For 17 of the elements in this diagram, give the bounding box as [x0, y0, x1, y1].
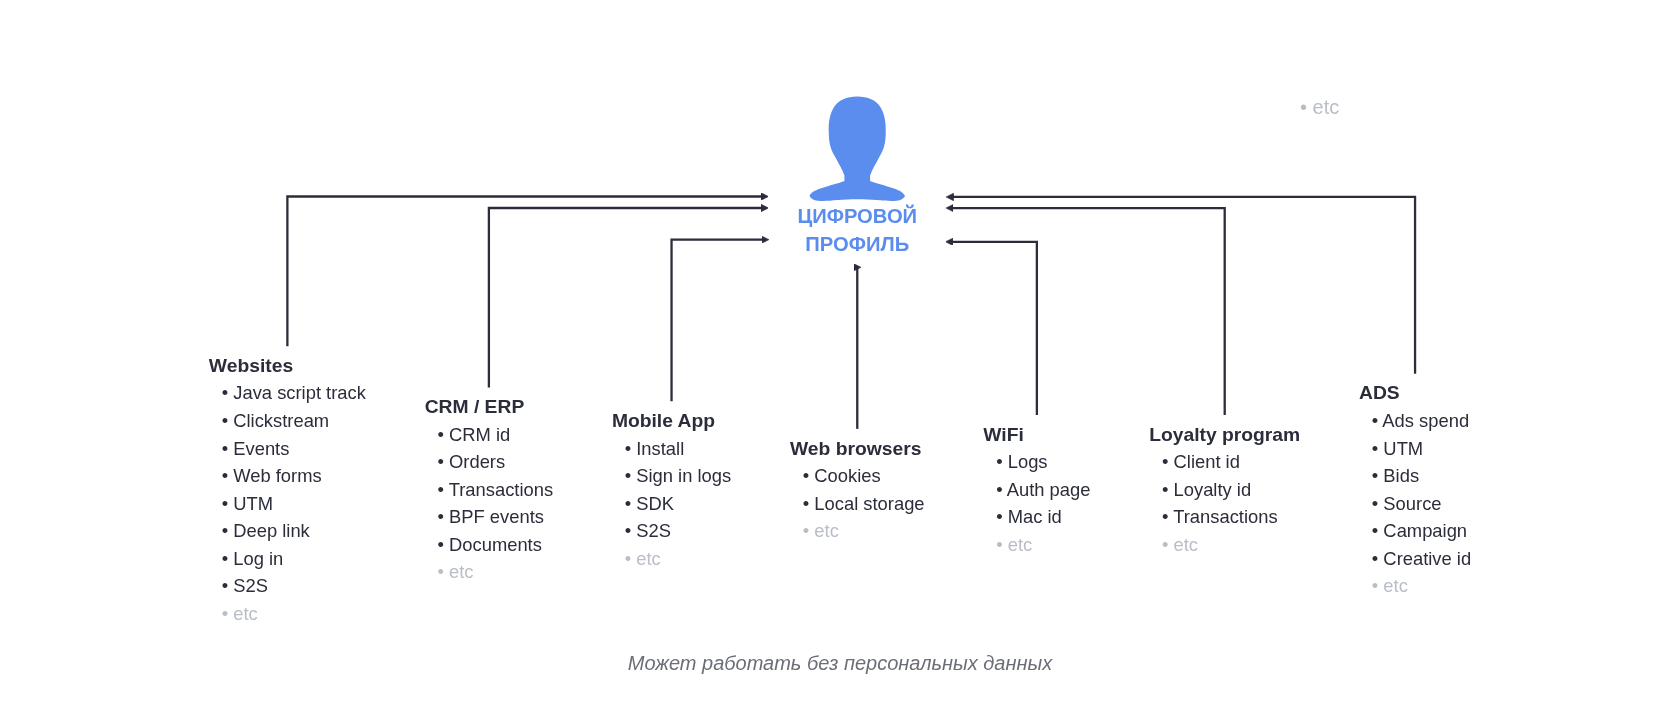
node-text: Web browsers • Cookies • Local storage • etc — [789, 437, 925, 541]
note-text: • etc — [1300, 95, 1340, 120]
caption: Может работать без персональных данных — [627, 652, 1053, 675]
arrow — [286, 192, 769, 347]
node-text: WiFi • Logs • Auth page • Mac id • etc — [983, 423, 1091, 555]
arrow — [945, 237, 1039, 416]
node-text: Websites • Java script track • Clickstream • Events • Web forms • UTM • Deep link • Log in • S2S • etc — [208, 354, 366, 624]
node-text: Mobile App • Install • Sign in logs • SDK • S2S • etc — [611, 409, 732, 569]
node-text: CRM / ERP • CRM id • Orders • Transactions • BPF events • Documents • etc — [424, 395, 554, 583]
arrow — [945, 192, 1417, 374]
arrow — [487, 203, 769, 388]
arrow — [670, 235, 770, 402]
node-label: ЦИФРОВОЙ ПРОФИЛЬ — [797, 204, 918, 256]
arrow — [945, 204, 1226, 416]
node-text: Loyalty program • Client id • Loyalty id • Transactions • etc — [1149, 423, 1301, 555]
arrow — [853, 263, 862, 429]
node-text: ADS • Ads spend • UTM • Bids • Source • Campaign • Creative id • etc — [1358, 382, 1472, 596]
